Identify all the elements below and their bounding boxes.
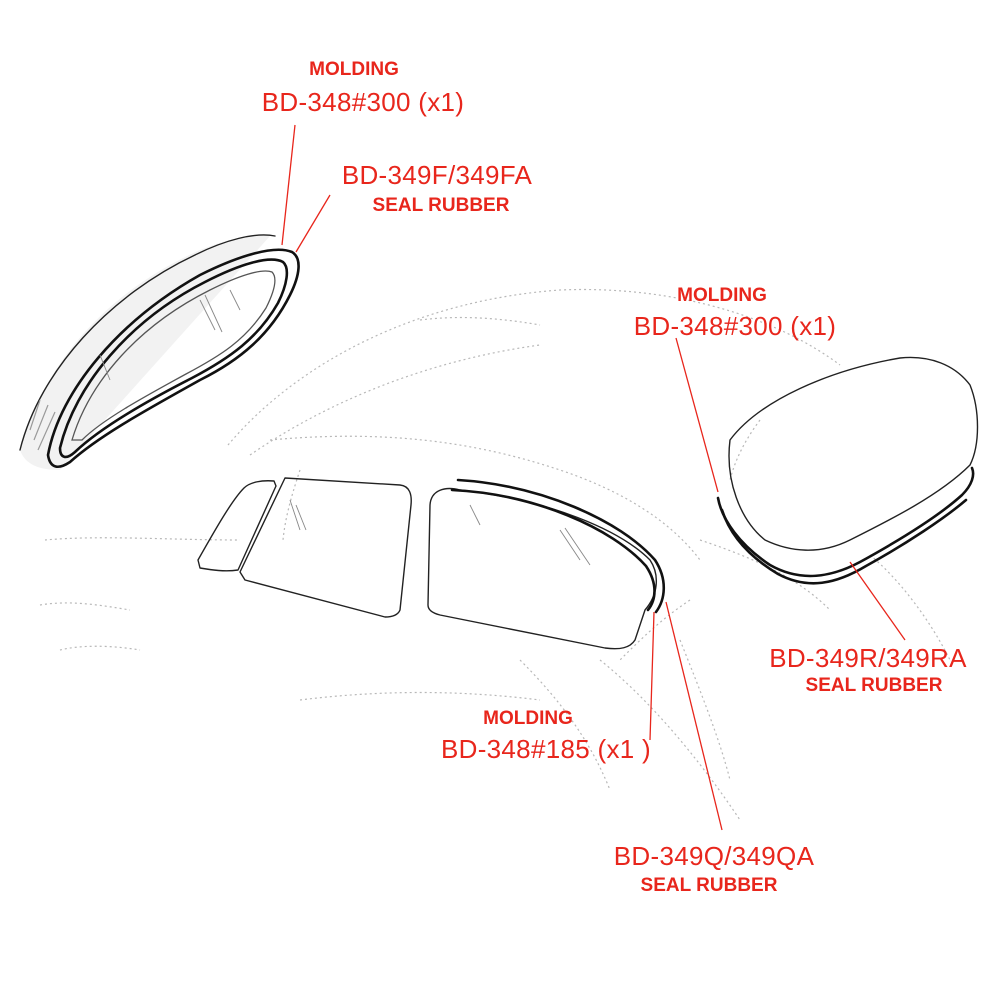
quarter-seal-part: BD-349Q/349QA <box>613 841 815 871</box>
front-seal-title: SEAL RUBBER <box>372 195 510 216</box>
rear-seal-part: BD-349R/349RA <box>769 643 967 673</box>
side-windows <box>197 477 657 650</box>
leader-lines <box>281 124 906 831</box>
front-molding-part: BD-348#300 (x1) <box>261 87 465 117</box>
rear-molding-part: BD-348#300 (x1) <box>633 311 837 341</box>
front-seal-part: BD-349F/349FA <box>341 160 533 190</box>
front-windshield <box>19 234 300 470</box>
leader-front-seal <box>295 194 331 253</box>
quarter-seal-title: SEAL RUBBER <box>640 875 778 896</box>
front-molding-title: MOLDING <box>309 59 399 80</box>
leader-rear-seal <box>849 561 906 641</box>
leader-rear-molding <box>675 337 719 493</box>
leader-front-molding <box>281 124 296 246</box>
leader-quarter-molding <box>649 611 655 741</box>
leader-quarter-seal <box>665 601 723 831</box>
quarter-window-seal <box>450 478 666 614</box>
quarter-molding-part: BD-348#185 (x1 ) <box>440 734 652 764</box>
rear-seal-title: SEAL RUBBER <box>805 675 943 696</box>
car-body-sketch <box>39 288 951 821</box>
quarter-molding-title: MOLDING <box>483 708 573 729</box>
rear-window <box>716 356 979 585</box>
rear-molding-title: MOLDING <box>677 285 767 306</box>
